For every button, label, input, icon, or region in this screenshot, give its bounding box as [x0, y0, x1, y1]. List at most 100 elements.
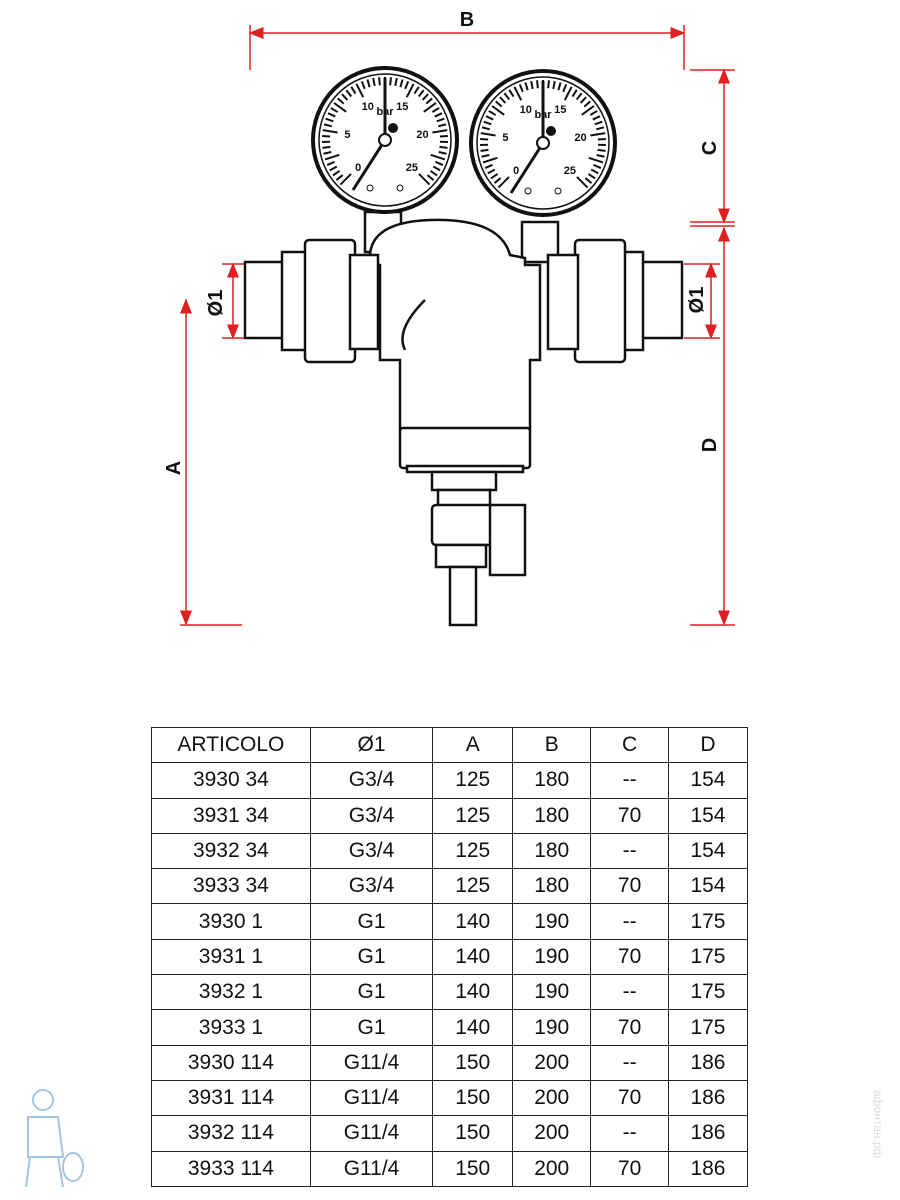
- table-cell: 175: [667, 903, 749, 940]
- table-cell: 200: [512, 1044, 592, 1081]
- gauge-scale-label: 25: [406, 162, 418, 174]
- dim-B-label: B: [460, 9, 474, 31]
- table-cell: G11/4: [309, 1115, 434, 1152]
- gauge-scale-label: 5: [344, 129, 350, 141]
- filter-dimension-drawing: B C D A Ø1 Ø1 0510152025bar0510152025bar: [163, 9, 735, 627]
- table-cell: 125: [432, 762, 514, 799]
- table-cell: 3932 1: [151, 974, 311, 1011]
- table-cell: G3/4: [309, 797, 434, 834]
- table-cell: 190: [512, 903, 592, 940]
- table-cell: 3930 34: [151, 762, 311, 799]
- table-cell: G1: [309, 974, 434, 1011]
- table-cell: 125: [432, 868, 514, 905]
- column-header: ARTICOLO: [151, 726, 311, 764]
- table-cell: 190: [512, 1009, 592, 1046]
- table-cell: G11/4: [309, 1044, 434, 1081]
- gauge-scale-label: 20: [574, 132, 586, 144]
- table-cell: 175: [667, 1009, 749, 1046]
- table-cell: 3933 1: [151, 1009, 311, 1046]
- gauge-scale-label: 10: [520, 104, 532, 116]
- table-cell: 3931 1: [151, 938, 311, 976]
- dim-D-label: D: [699, 438, 721, 452]
- table-cell: 3933 114: [151, 1150, 311, 1187]
- table-cell: 180: [512, 868, 592, 905]
- table-cell: 186: [667, 1079, 749, 1117]
- gauge-right: 0510152025bar: [469, 69, 617, 217]
- gauge-scale-label: 15: [554, 104, 566, 116]
- table-cell: G11/4: [309, 1150, 434, 1187]
- table-cell: G1: [309, 903, 434, 940]
- table-cell: 3931 114: [151, 1079, 311, 1117]
- table-cell: 140: [432, 974, 514, 1011]
- table-cell: 200: [512, 1115, 592, 1152]
- column-header: D: [667, 726, 749, 764]
- column-header: Ø1: [309, 726, 434, 764]
- table-cell: G1: [309, 1009, 434, 1046]
- table-cell: 150: [432, 1150, 514, 1187]
- dim-d1-right-label: Ø1: [686, 287, 708, 314]
- table-cell: 180: [512, 797, 592, 834]
- table-cell: --: [590, 832, 669, 870]
- gauge-scale-label: 15: [396, 101, 408, 113]
- table-cell: 140: [432, 938, 514, 976]
- table-cell: 70: [590, 868, 669, 905]
- gauge-scale-label: 0: [513, 165, 519, 177]
- table-cell: --: [590, 1115, 669, 1152]
- table-cell: 190: [512, 938, 592, 976]
- table-cell: 70: [590, 1009, 669, 1046]
- table-cell: G3/4: [309, 762, 434, 799]
- gauge-scale-label: 25: [564, 165, 576, 177]
- table-cell: 186: [667, 1115, 749, 1152]
- table-cell: 70: [590, 938, 669, 976]
- table-cell: --: [590, 903, 669, 940]
- table-cell: 3932 114: [151, 1115, 311, 1152]
- table-cell: 190: [512, 974, 592, 1011]
- table-cell: G3/4: [309, 832, 434, 870]
- filter-body: [243, 210, 684, 627]
- table-cell: 70: [590, 1079, 669, 1117]
- table-cell: --: [590, 1044, 669, 1081]
- table-cell: 150: [432, 1044, 514, 1081]
- table-cell: 150: [432, 1079, 514, 1117]
- table-cell: 70: [590, 797, 669, 834]
- watermark: афонтан.рф: [871, 1090, 885, 1159]
- table-cell: 180: [512, 762, 592, 799]
- table-cell: 140: [432, 1009, 514, 1046]
- table-cell: 125: [432, 832, 514, 870]
- gauge-scale-label: 5: [502, 132, 508, 144]
- table-cell: --: [590, 762, 669, 799]
- plumber-logo: [8, 1082, 88, 1197]
- dim-A-label: A: [163, 461, 185, 475]
- column-header: C: [590, 726, 669, 764]
- table-cell: 175: [667, 974, 749, 1011]
- table-cell: 3932 34: [151, 832, 311, 870]
- dim-C-label: C: [699, 141, 721, 155]
- table-cell: 3933 34: [151, 868, 311, 905]
- table-cell: 140: [432, 903, 514, 940]
- table-cell: 200: [512, 1150, 592, 1187]
- table-cell: 186: [667, 1150, 749, 1187]
- table-cell: 154: [667, 797, 749, 834]
- table-cell: 200: [512, 1079, 592, 1117]
- table-cell: 154: [667, 832, 749, 870]
- table-cell: 180: [512, 832, 592, 870]
- table-cell: 3931 34: [151, 797, 311, 834]
- table-cell: 186: [667, 1044, 749, 1081]
- table-cell: 3930 114: [151, 1044, 311, 1081]
- table-cell: 70: [590, 1150, 669, 1187]
- column-header: A: [432, 726, 514, 764]
- table-cell: G3/4: [309, 868, 434, 905]
- table-cell: 150: [432, 1115, 514, 1152]
